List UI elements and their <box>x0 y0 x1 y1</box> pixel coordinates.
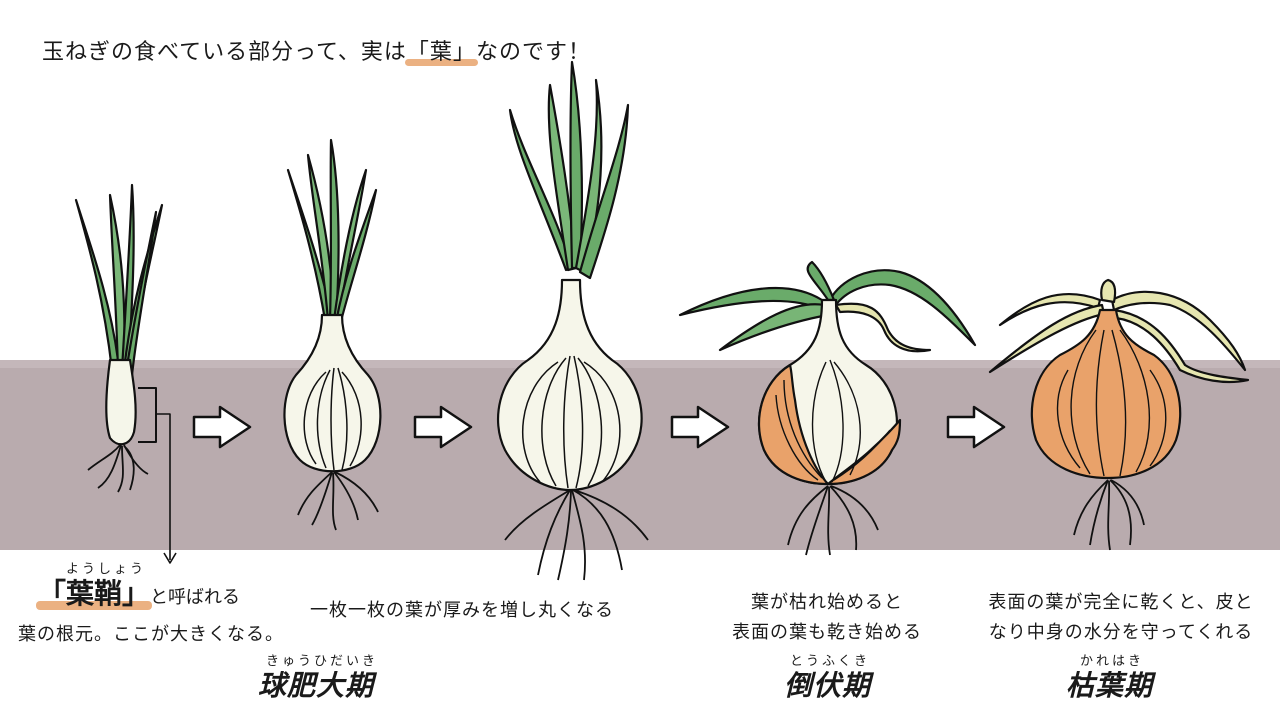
soil-surface <box>0 360 1280 368</box>
headline-suffix: なのです！ <box>475 40 591 65</box>
withering-caption-line: なり中身の水分を守ってくれる <box>988 622 1254 643</box>
seedling-caption: 葉の根元。ここが大きくなる。 <box>18 624 284 645</box>
bulb-growth-caption: 一枚一枚の葉が厚みを増し丸くなる <box>310 600 614 621</box>
seedling-onion-icon <box>74 183 177 564</box>
arrow-right-icon <box>946 405 1006 449</box>
growing-onion-icon <box>283 138 382 531</box>
term-ruby: ようしょう <box>66 562 147 577</box>
bulb-growth-ruby: きゅうひだいき <box>266 654 379 669</box>
headline-highlight: 「葉」 <box>404 34 478 66</box>
lodging-caption-line: 表面の葉も乾き始める <box>732 622 922 643</box>
withered-onion-icon <box>988 278 1250 551</box>
bulb-growth-stage-title: 球肥大期 <box>258 669 375 702</box>
arrow-right-icon <box>413 405 473 449</box>
lodging-stage-title: 倒伏期 <box>784 669 872 702</box>
lodging-caption-line: 葉が枯れ始めると <box>751 592 903 613</box>
leaf-sheath-term: 「葉鞘」と呼ばれる <box>35 572 241 612</box>
lodging-ruby: とうふくき <box>790 654 871 669</box>
withering-caption-line: 表面の葉が完全に乾くと、皮と <box>988 592 1254 613</box>
term-suffix: と呼ばれる <box>150 587 241 608</box>
headline: 玉ねぎの食べている部分って、実は「葉」なのです！ <box>42 34 591 66</box>
lodging-caption: 葉が枯れ始めると 表面の葉も乾き始める <box>722 588 932 648</box>
arrow-right-icon <box>670 405 730 449</box>
withering-caption: 表面の葉が完全に乾くと、皮と なり中身の水分を守ってくれる <box>986 588 1256 648</box>
large-onion-icon <box>497 60 649 581</box>
arrow-right-icon <box>192 405 252 449</box>
term-highlight: 「葉鞘」 <box>35 572 153 612</box>
withering-stage-title: 枯葉期 <box>1066 669 1154 702</box>
lodging-onion-icon <box>678 260 977 556</box>
headline-prefix: 玉ねぎの食べている部分って、実は <box>42 40 407 65</box>
withering-ruby: かれはき <box>1080 654 1145 669</box>
